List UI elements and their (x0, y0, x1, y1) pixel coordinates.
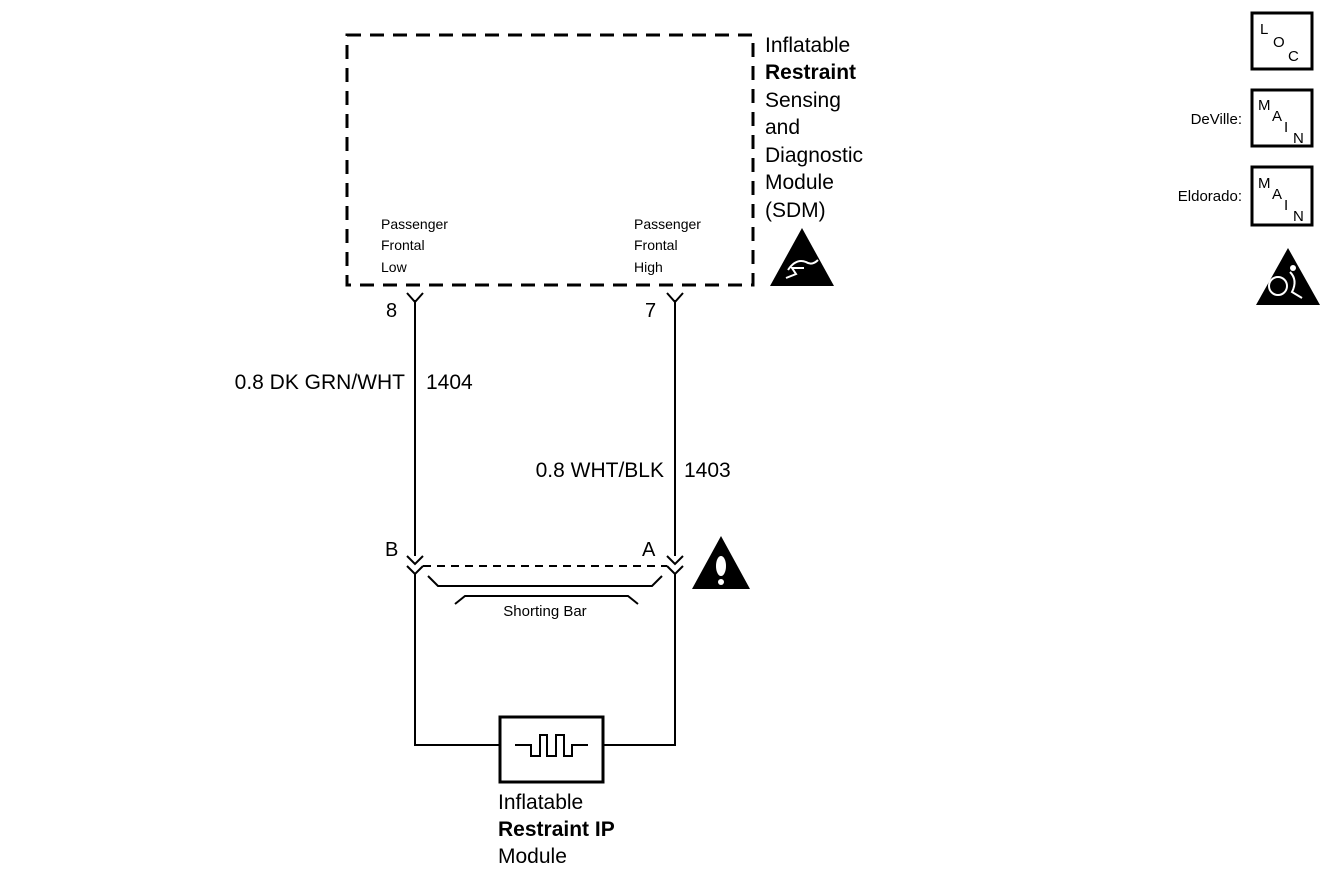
airbag-triangle-icon (1256, 248, 1320, 305)
esd-warning-triangle-icon (770, 228, 834, 286)
svg-text:I: I (1284, 119, 1288, 136)
wire-1404-circuit-number: 1404 (426, 371, 473, 394)
sdm-pin-7-label: 7 (645, 300, 656, 322)
eldorado-main-symbol: M A I N (1250, 165, 1314, 227)
wire-1404-gauge-color: 0.8 DK GRN/WHT (235, 371, 406, 394)
sdm-pin-8-label: 8 (386, 300, 397, 322)
wire-1403-circuit-number: 1403 (684, 459, 731, 482)
svg-text:A: A (1272, 186, 1282, 203)
svg-text:C: C (1288, 48, 1299, 65)
ip-module-label: Inflatable Restraint IP Module (498, 791, 621, 868)
svg-text:N: N (1293, 130, 1304, 147)
wire-lower-left (414, 574, 500, 746)
svg-text:M: M (1258, 97, 1271, 114)
connector-pin-b-label: B (385, 539, 398, 561)
sdm-box (345, 33, 755, 287)
svg-text:O: O (1273, 34, 1285, 51)
deville-label: DeVille: (1191, 111, 1242, 128)
svg-text:A: A (1272, 108, 1282, 125)
wire-lower-right (603, 574, 676, 746)
ip-module-box (498, 715, 605, 784)
loc-symbol: L O C (1250, 11, 1314, 71)
shorting-bar-bracket (427, 575, 663, 587)
sdm-right-terminal-label: Passenger Frontal High (634, 216, 705, 275)
svg-text:N: N (1293, 208, 1304, 225)
caution-exclamation-triangle-icon (692, 536, 750, 589)
wire-1403-gauge-color: 0.8 WHT/BLK (536, 459, 664, 482)
svg-text:L: L (1260, 21, 1268, 38)
deville-main-symbol: M A I N (1250, 88, 1314, 148)
sdm-title: Inflatable Restraint Sensing and Diagnos… (765, 34, 869, 222)
module-connector-b (406, 555, 424, 576)
eldorado-label: Eldorado: (1178, 188, 1242, 205)
module-connector-a (666, 555, 684, 576)
svg-text:M: M (1258, 175, 1271, 192)
shorting-bar (454, 595, 639, 605)
connector-pin-a-label: A (642, 539, 656, 561)
shorting-bar-label: Shorting Bar (503, 603, 586, 620)
sdm-left-terminal-label: Passenger Frontal Low (381, 216, 452, 275)
svg-text:I: I (1284, 197, 1288, 214)
ip-module-igniter-symbol (515, 734, 588, 757)
